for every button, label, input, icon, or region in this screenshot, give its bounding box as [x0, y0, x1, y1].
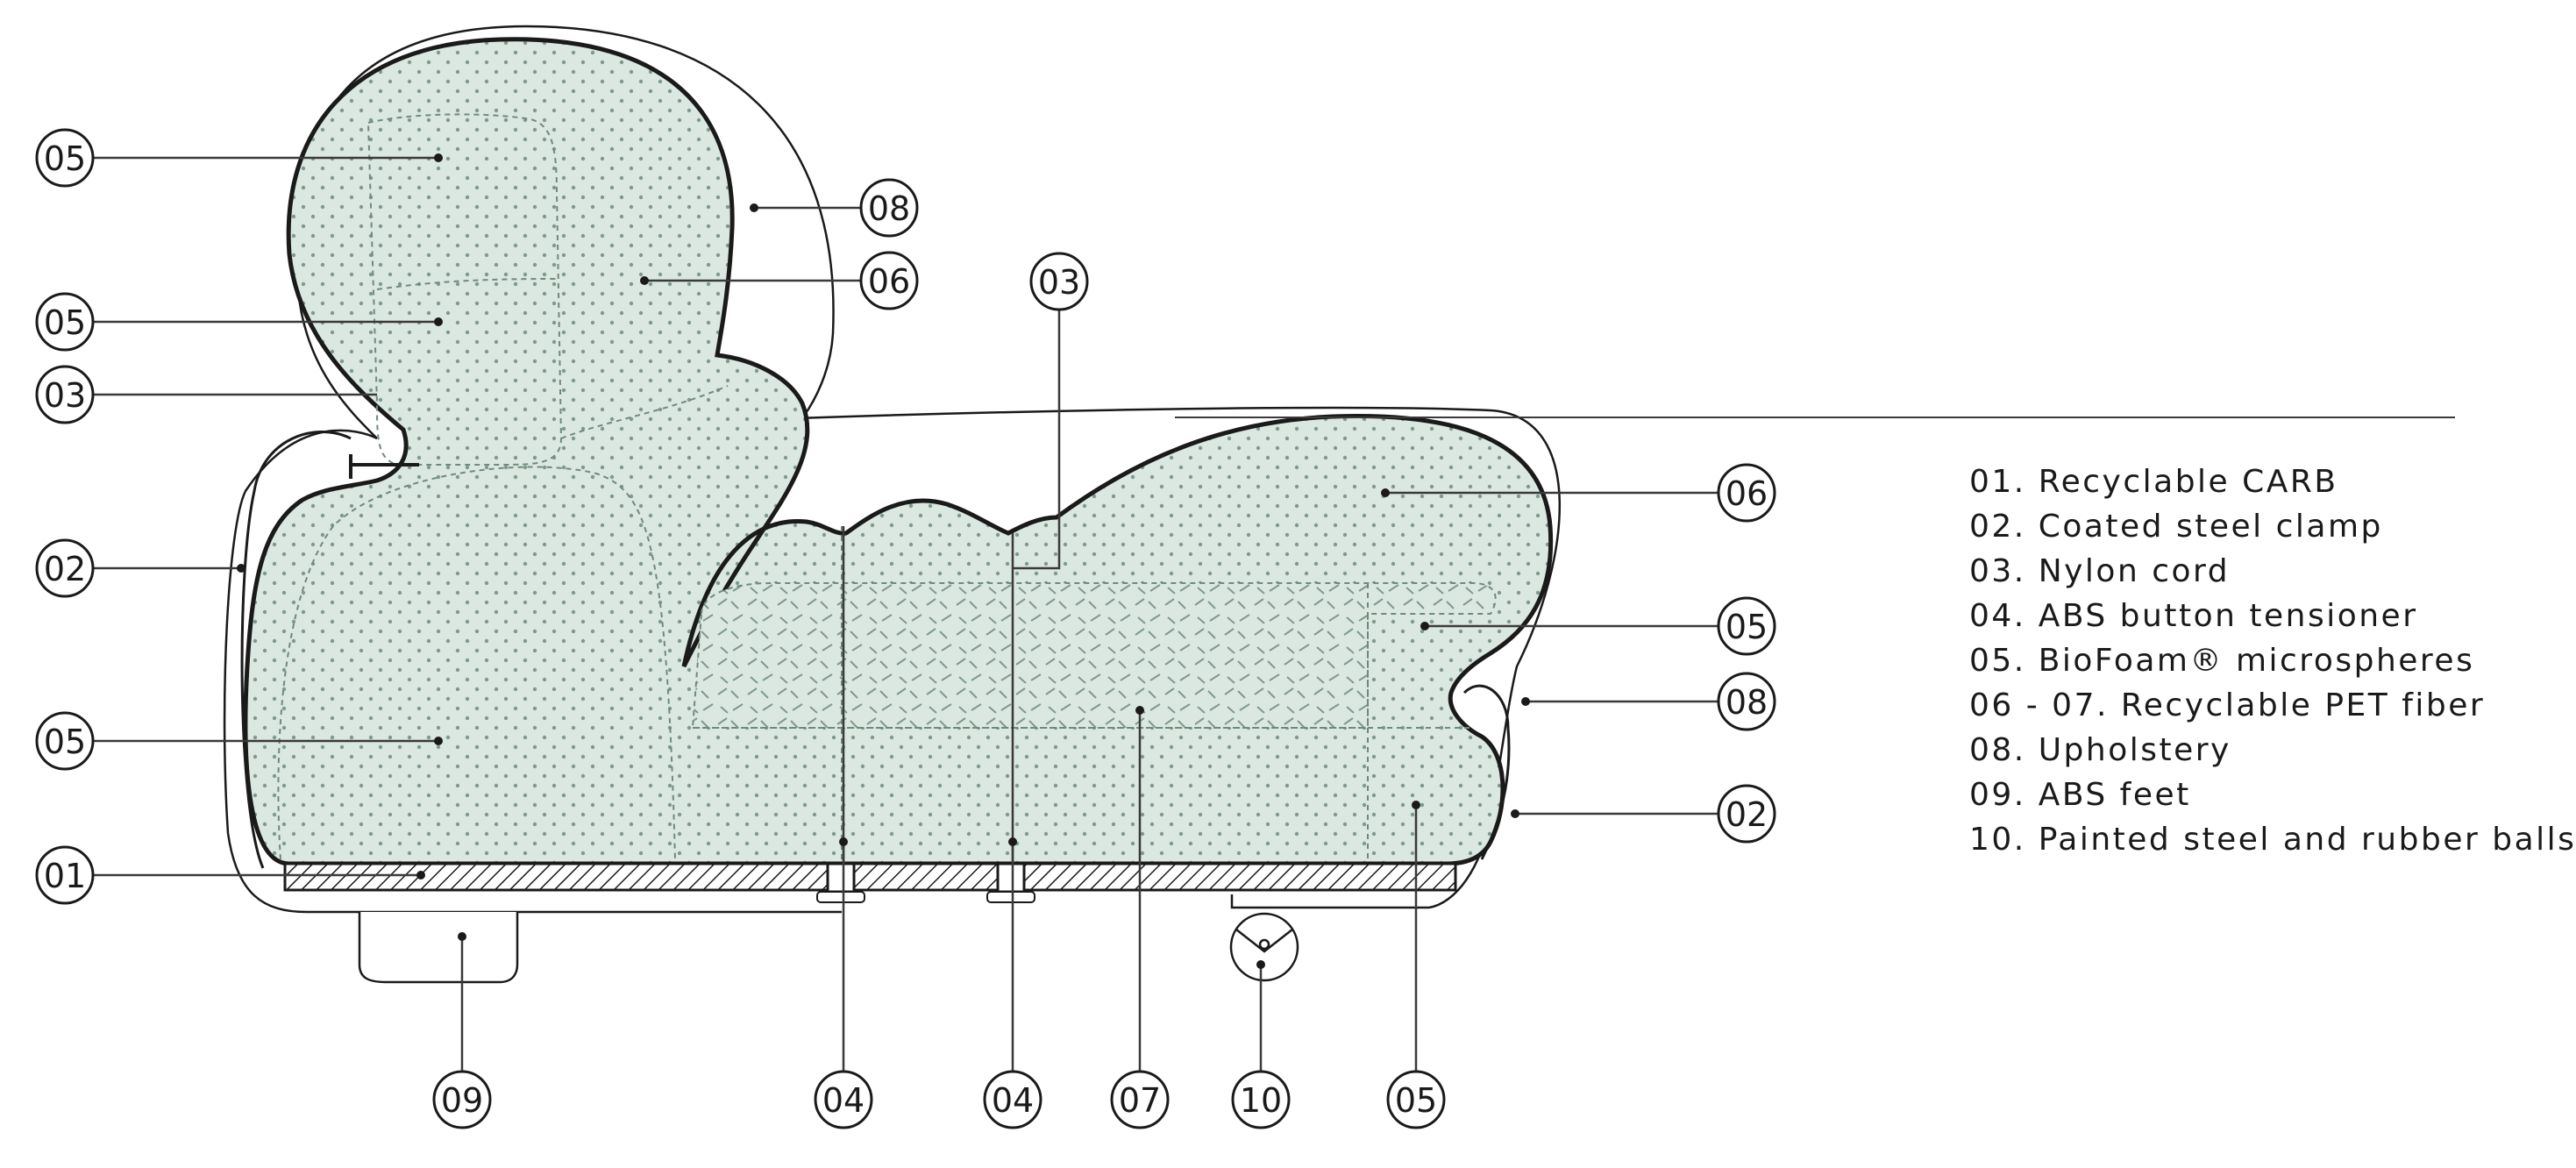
- steel-clamp-right: [1462, 684, 1511, 860]
- callout-01-base: 01: [35, 845, 95, 905]
- fiber-cushion: [691, 582, 1497, 729]
- base-board: [283, 862, 1457, 892]
- callout-label: 06: [1726, 474, 1768, 513]
- callout-05-head-mid: 05: [35, 292, 95, 352]
- callout-label: 04: [822, 1081, 865, 1120]
- legend-item-03: 03. Nylon cord: [1969, 553, 2231, 589]
- callout-label: 02: [1726, 795, 1768, 834]
- callout-label: 10: [1240, 1081, 1282, 1120]
- callout-03-left: 03: [35, 365, 95, 424]
- steel-clamp-left: [240, 431, 352, 869]
- callout-label: 07: [1119, 1081, 1161, 1120]
- leader-lines: [93, 153, 1719, 1072]
- callout-label: 02: [44, 550, 86, 588]
- legend-item-08: 08. Upholstery: [1969, 732, 2231, 768]
- callout-label: 09: [441, 1081, 483, 1120]
- legend-item-06-07: 06 - 07. Recyclable PET fiber: [1969, 687, 2486, 723]
- callout-03-top: 03: [1029, 252, 1089, 311]
- callout-label: 05: [1395, 1081, 1437, 1120]
- legend-item-04: 04. ABS button tensioner: [1969, 598, 2418, 634]
- callout-label: 05: [44, 723, 86, 761]
- callout-08-right: 08: [1717, 672, 1776, 731]
- legend-item-09: 09. ABS feet: [1969, 777, 2191, 813]
- headrest-cushion: [366, 113, 563, 466]
- callout-06-top: 06: [859, 251, 919, 310]
- legend-item-02: 02. Coated steel clamp: [1969, 509, 2383, 545]
- callout-08-top: 08: [859, 178, 919, 238]
- callout-label: 03: [44, 376, 86, 415]
- callout-05-right: 05: [1717, 596, 1776, 656]
- materials-legend: 01. Recyclable CARB 02. Coated steel cla…: [1969, 459, 2576, 862]
- callout-09-bottom: 09: [432, 1070, 492, 1129]
- callout-05-back: 05: [35, 711, 95, 771]
- callout-02-left: 02: [35, 538, 95, 598]
- callout-04-bottom-right: 04: [983, 1070, 1042, 1129]
- button-tensioner-left: [826, 862, 856, 894]
- callout-label: 04: [992, 1081, 1034, 1120]
- callout-label: 05: [1726, 608, 1768, 646]
- callout-label: 03: [1038, 263, 1080, 302]
- callout-label: 05: [44, 303, 86, 342]
- callout-04-bottom-left: 04: [814, 1070, 873, 1129]
- callout-label: 05: [44, 139, 86, 178]
- abs-foot: [358, 912, 519, 984]
- button-tensioner-right: [996, 862, 1026, 894]
- callout-label: 06: [868, 262, 910, 301]
- callout-label: 08: [868, 189, 910, 228]
- callout-label: 08: [1726, 683, 1768, 722]
- callout-02-right: 02: [1717, 784, 1776, 844]
- callout-06-right: 06: [1717, 463, 1776, 523]
- legend-item-10: 10. Painted steel and rubber balls: [1969, 822, 2576, 858]
- legend-item-05: 05. BioFoam® microspheres: [1969, 643, 2475, 679]
- callout-label: 01: [44, 857, 86, 895]
- callout-05-head-top: 05: [35, 128, 95, 188]
- callout-05-bottom: 05: [1386, 1070, 1446, 1129]
- callout-10-bottom: 10: [1231, 1070, 1291, 1129]
- callout-07-bottom: 07: [1110, 1070, 1170, 1129]
- legend-item-01: 01. Recyclable CARB: [1969, 464, 2338, 500]
